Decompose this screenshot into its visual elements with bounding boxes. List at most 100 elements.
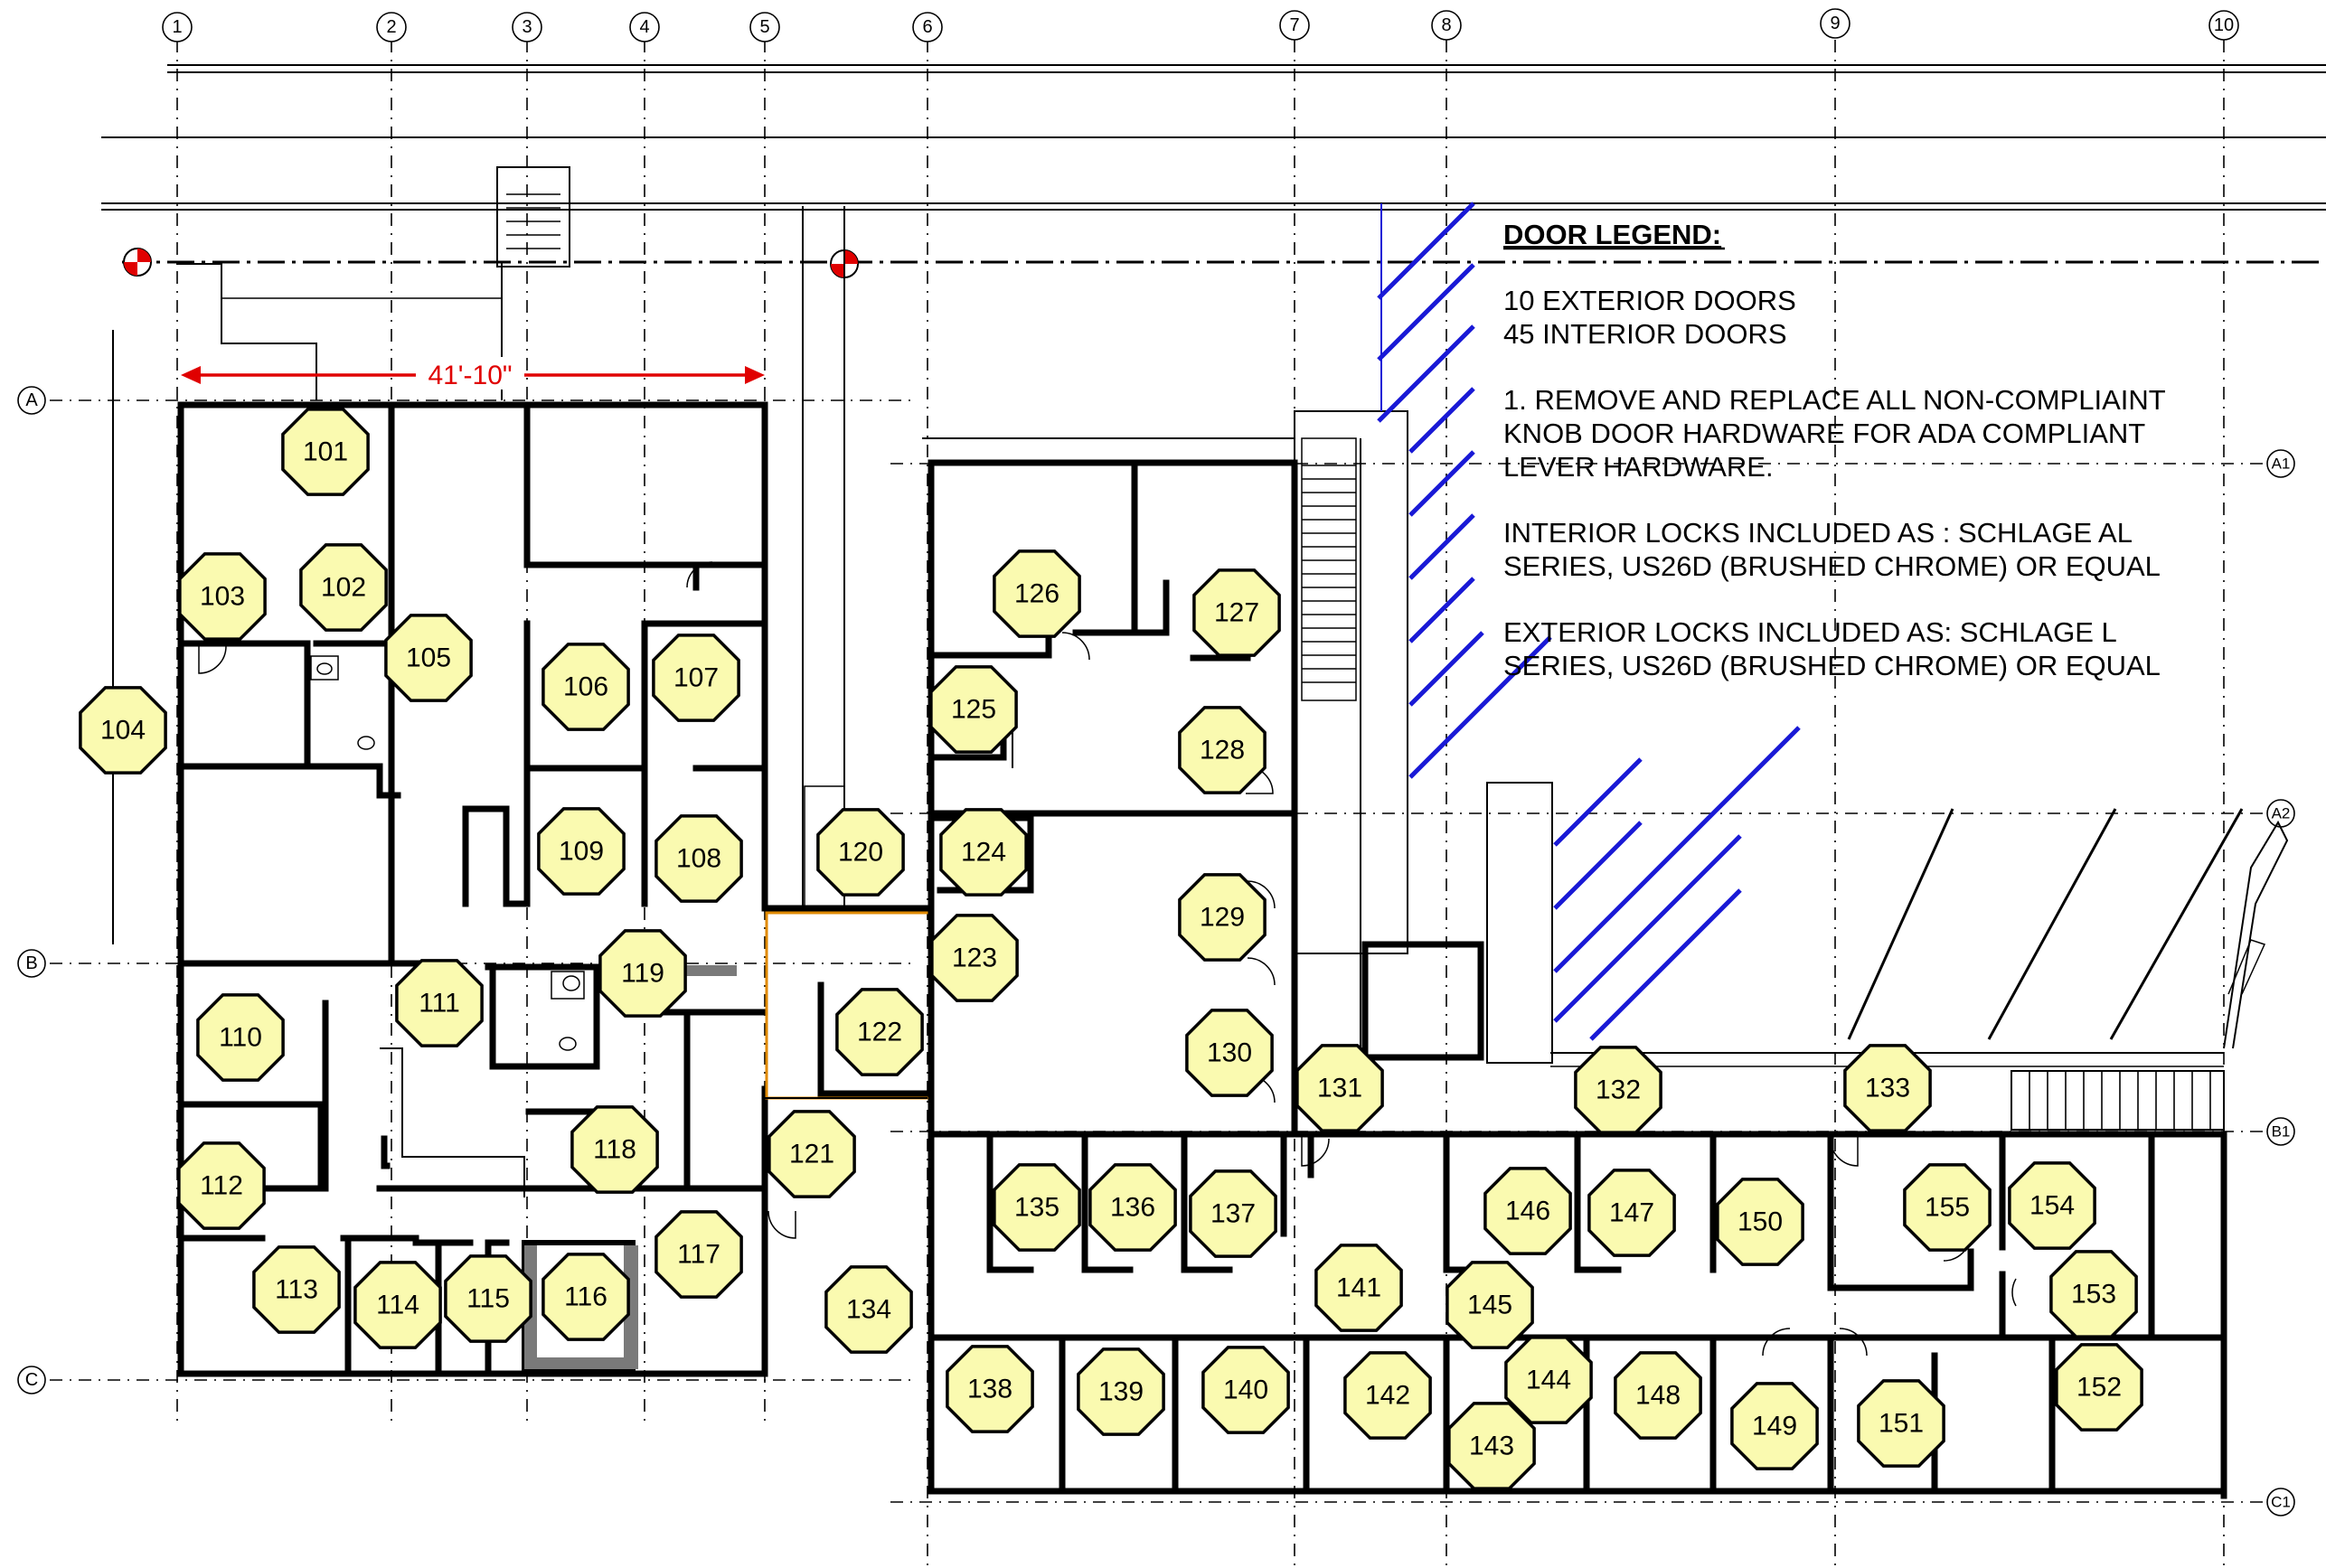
door-tag-octagon — [1843, 1044, 1932, 1132]
door-tag-141: 141 — [1314, 1244, 1403, 1332]
door-tag-label: 130 — [1207, 1038, 1252, 1068]
door-tag-label: 123 — [952, 944, 997, 973]
door-tag-octagon — [993, 1163, 1081, 1252]
door-tag-label: 103 — [200, 582, 245, 612]
door-tag-label: 148 — [1635, 1381, 1681, 1411]
door-tag-octagon — [939, 808, 1028, 897]
legend-line-2: 45 INTERIOR DOORS — [1503, 318, 1787, 350]
door-tag-label: 105 — [406, 643, 451, 673]
door-tag-octagon — [196, 993, 285, 1082]
door-tag-octagon — [299, 543, 388, 632]
door-tag-102: 102 — [299, 543, 388, 632]
door-tag-107: 107 — [652, 634, 740, 722]
building-west — [177, 401, 768, 1377]
door-tag-label: 101 — [303, 437, 348, 467]
grid-label-9: 9 — [1830, 14, 1840, 33]
dimension-41-10: 41'-10" — [181, 357, 765, 390]
door-tag-octagon — [178, 552, 267, 641]
grid-label-c1: C1 — [2271, 1494, 2291, 1511]
door-tag-octagon — [1088, 1163, 1177, 1252]
door-tag-124: 124 — [939, 808, 1028, 897]
door-tag-octagon — [384, 614, 473, 702]
stair-east — [2011, 1070, 2225, 1131]
grid-label-1: 1 — [172, 17, 182, 37]
door-tag-113: 113 — [252, 1245, 341, 1334]
door-tag-148: 148 — [1614, 1351, 1702, 1440]
door-tag-label: 119 — [621, 959, 664, 989]
door-tag-octagon — [654, 814, 743, 903]
door-tag-label: 113 — [275, 1275, 318, 1305]
door-tag-118: 118 — [570, 1105, 659, 1194]
grid-label-4: 4 — [639, 17, 649, 37]
grid-label-a2: A2 — [2272, 805, 2291, 822]
door-tag-label: 145 — [1467, 1291, 1512, 1320]
door-tag-octagon — [930, 914, 1019, 1002]
grid-label-2: 2 — [386, 17, 396, 37]
door-tag-149: 149 — [1730, 1382, 1819, 1470]
door-tag-octagon — [177, 1141, 266, 1230]
door-tag-103: 103 — [178, 552, 267, 641]
door-tag-135: 135 — [993, 1163, 1081, 1252]
door-tag-142: 142 — [1343, 1351, 1432, 1440]
door-tag-octagon — [946, 1345, 1034, 1433]
door-tag-octagon — [570, 1105, 659, 1194]
door-tag-octagon — [444, 1254, 532, 1343]
door-tag-label: 151 — [1879, 1409, 1924, 1439]
door-tag-121: 121 — [767, 1110, 856, 1198]
door-tag-octagon — [1574, 1046, 1662, 1134]
door-tag-label: 128 — [1200, 736, 1245, 765]
door-tag-111: 111 — [395, 959, 484, 1047]
door-tag-octagon — [1178, 706, 1267, 794]
grid-label-7: 7 — [1289, 15, 1299, 35]
hatched-area — [1377, 202, 1801, 1041]
door-tag-octagon — [767, 1110, 856, 1198]
door-tag-label: 122 — [857, 1018, 902, 1047]
door-tag-label: 131 — [1317, 1074, 1362, 1103]
door-tag-label: 107 — [673, 663, 719, 693]
grid-label-8: 8 — [1441, 15, 1451, 35]
door-tag-105: 105 — [384, 614, 473, 702]
door-tag-octagon — [1504, 1336, 1593, 1424]
door-tag-octagon — [1857, 1379, 1945, 1468]
door-tag-115: 115 — [444, 1254, 532, 1343]
legend-line-6: INTERIOR LOCKS INCLUDED AS : SCHLAGE AL — [1503, 517, 2133, 549]
door-tag-octagon — [824, 1265, 913, 1354]
door-tag-octagon — [1483, 1167, 1572, 1255]
door-tag-129: 129 — [1178, 873, 1267, 962]
door-tag-label: 150 — [1737, 1207, 1783, 1237]
door-tag-label: 154 — [2029, 1191, 2075, 1221]
door-tag-octagon — [1185, 1009, 1274, 1097]
stair-central — [1294, 410, 1553, 1064]
legend-line-1: 10 EXTERIOR DOORS — [1503, 285, 1796, 316]
door-tag-label: 142 — [1365, 1381, 1410, 1411]
door-tag-122: 122 — [835, 988, 924, 1076]
door-tag-label: 125 — [951, 695, 996, 725]
door-tag-133: 133 — [1843, 1044, 1932, 1132]
door-tag-label: 141 — [1336, 1273, 1381, 1303]
door-tag-116: 116 — [541, 1253, 630, 1341]
door-tag-120: 120 — [816, 808, 905, 897]
door-tag-label: 135 — [1014, 1193, 1059, 1223]
grid-label-a1: A1 — [2272, 455, 2291, 473]
door-tag-label: 136 — [1110, 1193, 1155, 1223]
door-tag-label: 111 — [419, 989, 460, 1019]
legend-line-9: SERIES, US26D (BRUSHED CHROME) OR EQUAL — [1503, 650, 2161, 681]
legend-line-5: LEVER HARDWARE. — [1503, 451, 1774, 483]
door-tag-label: 110 — [219, 1023, 262, 1053]
door-tag-label: 138 — [967, 1375, 1012, 1404]
door-tag-octagon — [281, 408, 370, 496]
grid-label-b1: B1 — [2272, 1123, 2291, 1141]
door-tag-label: 147 — [1609, 1198, 1654, 1228]
door-tag-151: 151 — [1857, 1379, 1945, 1468]
door-tag-137: 137 — [1189, 1169, 1277, 1258]
door-tag-octagon — [537, 807, 626, 896]
grid-row-bubbles: A B C A1 A2 B1 C1 — [17, 386, 2295, 1516]
door-tag-label: 153 — [2071, 1280, 2116, 1310]
door-tag-octagon — [2008, 1161, 2096, 1250]
legend-title: DOOR LEGEND: — [1503, 219, 1721, 250]
door-tag-octagon — [993, 549, 1081, 638]
door-tag-109: 109 — [537, 807, 626, 896]
grid-label-b: B — [25, 953, 37, 973]
door-tag-label: 127 — [1214, 598, 1259, 628]
door-tag-octagon — [1189, 1169, 1277, 1258]
